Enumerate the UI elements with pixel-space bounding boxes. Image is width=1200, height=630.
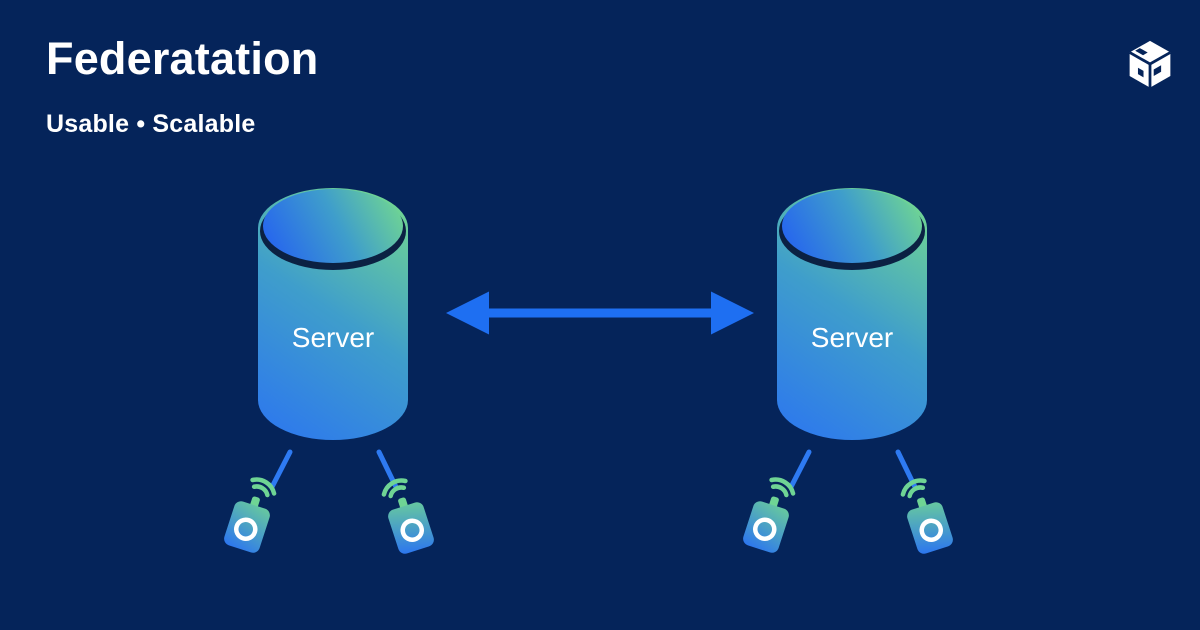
server-cylinder-body: [777, 228, 927, 440]
device-ring: [400, 518, 424, 542]
double-arrow-icon: [446, 291, 754, 335]
device-ring: [919, 518, 943, 542]
device-body: [907, 502, 953, 554]
server-cylinder-body: [258, 228, 408, 440]
cube-notch-top: [1135, 48, 1148, 56]
server-cylinder-lid: [263, 189, 403, 263]
page-title: Federatation: [46, 33, 319, 84]
device-body: [224, 501, 270, 553]
server-group-left: Server: [224, 188, 434, 554]
device-ring: [234, 517, 258, 541]
wifi-arc: [388, 485, 407, 499]
wifi-arc: [770, 484, 789, 498]
device-ring: [753, 517, 777, 541]
remote-device-icon: [743, 496, 789, 553]
server-cylinder-lid: [782, 189, 922, 263]
wifi-arc: [381, 478, 408, 497]
page-subtitle: Usable • Scalable: [46, 109, 256, 138]
cube-logo-svg: [1128, 40, 1172, 88]
wifi-arc: [900, 478, 927, 497]
remote-device-icon: [388, 497, 434, 554]
remote-device-icon: [907, 497, 953, 554]
device-body: [743, 501, 789, 553]
cube-notch-right: [1153, 65, 1162, 77]
server-label: Server: [811, 322, 893, 353]
card-header: Federatation Usable • Scalable: [46, 0, 318, 139]
cube-notch-left: [1137, 67, 1144, 78]
server-label: Server: [292, 322, 374, 353]
device-link-line: [788, 449, 812, 490]
remote-device-icon: [224, 496, 270, 553]
wifi-signal-icon: [250, 477, 277, 498]
wifi-arc: [250, 477, 277, 496]
device-link-line: [269, 449, 293, 490]
wifi-arc: [769, 477, 796, 496]
arrow-head-left: [446, 291, 489, 335]
wifi-arc: [907, 485, 926, 499]
server-group-right: Server: [743, 188, 953, 554]
wifi-signal-icon: [381, 478, 408, 499]
cube-logo-icon: [1127, 39, 1173, 89]
wifi-signal-icon: [769, 477, 796, 498]
device-body: [388, 502, 434, 554]
wifi-arc: [251, 484, 270, 498]
wifi-signal-icon: [900, 478, 927, 499]
arrow-head-right: [711, 291, 754, 335]
